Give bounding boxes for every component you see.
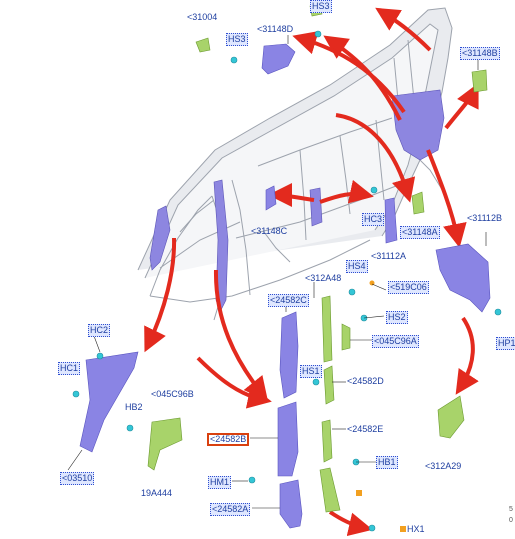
part-31148A (411, 191, 425, 215)
label-31148B[interactable]: <31148B (460, 47, 500, 60)
part-31112A (384, 197, 398, 244)
label-hs3-top[interactable]: HS3 (310, 0, 332, 13)
fastener-hc3 (370, 186, 378, 194)
label-24582C[interactable]: <24582C (268, 294, 309, 307)
part-045C96A (341, 323, 351, 351)
corner-mark-1: 5 (509, 506, 513, 513)
fastener-hb2 (126, 424, 134, 432)
part-orange-square (356, 490, 362, 496)
label-31148C[interactable]: <31148C (251, 226, 288, 236)
label-hm1[interactable]: HM1 (208, 476, 232, 489)
part-03510 (79, 351, 139, 453)
label-hb1[interactable]: HB1 (376, 456, 398, 469)
label-03510[interactable]: <03510 (60, 472, 95, 485)
fastener-hx1 (368, 524, 376, 532)
label-hx1[interactable]: HX1 (407, 524, 425, 534)
label-045C96B[interactable]: <045C96B (151, 389, 194, 399)
fastener-hc1 (72, 390, 80, 398)
part-312A29 (437, 395, 465, 439)
part-31004 (195, 37, 211, 53)
label-24582A[interactable]: <24582A (210, 503, 251, 516)
part-24582A (279, 479, 303, 529)
label-24582D[interactable]: <24582D (347, 376, 384, 386)
label-31148D[interactable]: <31148D (257, 24, 294, 34)
label-hs2[interactable]: HS2 (386, 311, 408, 324)
label-24582E[interactable]: <24582E (347, 424, 384, 434)
label-hs1[interactable]: HS1 (300, 365, 322, 378)
fastener-hs3 (230, 56, 238, 64)
part-24582B (277, 401, 299, 477)
part-31148D (261, 43, 296, 75)
label-hs4[interactable]: HS4 (346, 260, 368, 273)
label-31112A[interactable]: <31112A (371, 251, 406, 261)
label-312A48[interactable]: <312A48 (305, 273, 342, 283)
part-19A444 (147, 417, 183, 471)
part-24582D (323, 365, 335, 405)
part-24582E (321, 419, 333, 463)
fastener-hs1 (312, 378, 320, 386)
part-312A48 (321, 295, 333, 363)
part-hb1 (319, 467, 341, 513)
part-orange-square-hx1 (400, 526, 406, 532)
fastener-hm1 (248, 476, 256, 484)
label-hs3-left[interactable]: HS3 (226, 33, 248, 46)
part-31148C (265, 185, 277, 211)
label-24582B-selected[interactable]: <24582B (207, 433, 250, 446)
label-hb2[interactable]: HB2 (125, 402, 143, 412)
label-hc3[interactable]: HC3 (362, 213, 385, 226)
label-31004[interactable]: <31004 (187, 12, 218, 22)
label-312A29[interactable]: <312A29 (425, 461, 462, 471)
label-hc1[interactable]: HC1 (58, 362, 81, 375)
part-31112B (435, 243, 491, 313)
body-side-frame (137, 7, 453, 321)
label-045C96A[interactable]: <045C96A (372, 335, 419, 348)
frame-trim-members (149, 89, 445, 313)
red-arrows (144, 7, 479, 537)
label-hp1[interactable]: HP1 (496, 337, 515, 350)
purple-parts (79, 43, 491, 529)
part-31148B (471, 69, 488, 93)
part-24582C (279, 311, 299, 399)
fastener-hp1 (494, 308, 502, 316)
label-hc2[interactable]: HC2 (88, 324, 111, 337)
fasteners (72, 30, 502, 532)
label-19A444[interactable]: 19A444 (141, 488, 173, 498)
label-31112B[interactable]: <31112B (467, 213, 502, 223)
label-519C06[interactable]: <519C06 (388, 281, 429, 294)
corner-mark-2: 0 (509, 517, 513, 524)
label-31148A[interactable]: <31148A (400, 226, 440, 239)
fastener-hc2 (96, 352, 104, 360)
